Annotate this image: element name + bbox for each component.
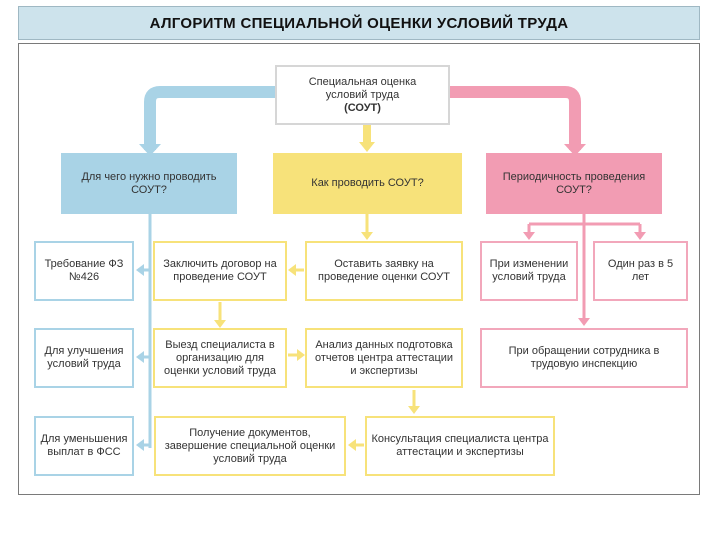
arrow-to-why	[144, 86, 276, 150]
root-line-2: условий труда	[325, 88, 400, 101]
root-line-1: Специальная оценка	[308, 75, 417, 88]
arrow-to-period	[449, 86, 581, 150]
why-item-law: Требование ФЗ №426	[34, 241, 134, 301]
why-item-improve: Для улучшения условий труда	[34, 328, 134, 388]
page-title: АЛГОРИТМ СПЕЦИАЛЬНОЙ ОЦЕНКИ УСЛОВИЙ ТРУД…	[18, 6, 700, 40]
header-period: Периодичность проведения СОУТ?	[486, 153, 662, 214]
root-line-3: (СОУТ)	[344, 101, 381, 114]
how-step-request: Оставить заявку на проведение оценки СОУ…	[305, 241, 463, 301]
header-why: Для чего нужно проводить СОУТ?	[61, 153, 237, 214]
how-step-documents: Получение документов, завершение специал…	[154, 416, 346, 476]
root-box: Специальная оценка условий труда (СОУТ)	[275, 65, 450, 125]
period-item-appeal: При обращении сотрудника в трудовую инсп…	[480, 328, 688, 388]
how-step-consult: Консультация специалиста центра аттестац…	[365, 416, 555, 476]
how-step-visit: Выезд специалиста в организацию для оцен…	[153, 328, 287, 388]
how-step-analysis: Анализ данных подготовка отчетов центра …	[305, 328, 463, 388]
why-item-reduce: Для уменьшения выплат в ФСС	[34, 416, 134, 476]
period-item-once: Один раз в 5 лет	[593, 241, 688, 301]
header-how: Как проводить СОУТ?	[273, 153, 462, 214]
how-step-contract: Заключить договор на проведение СОУТ	[153, 241, 287, 301]
diagram-frame	[18, 43, 700, 495]
period-item-change: При изменении условий труда	[480, 241, 578, 301]
